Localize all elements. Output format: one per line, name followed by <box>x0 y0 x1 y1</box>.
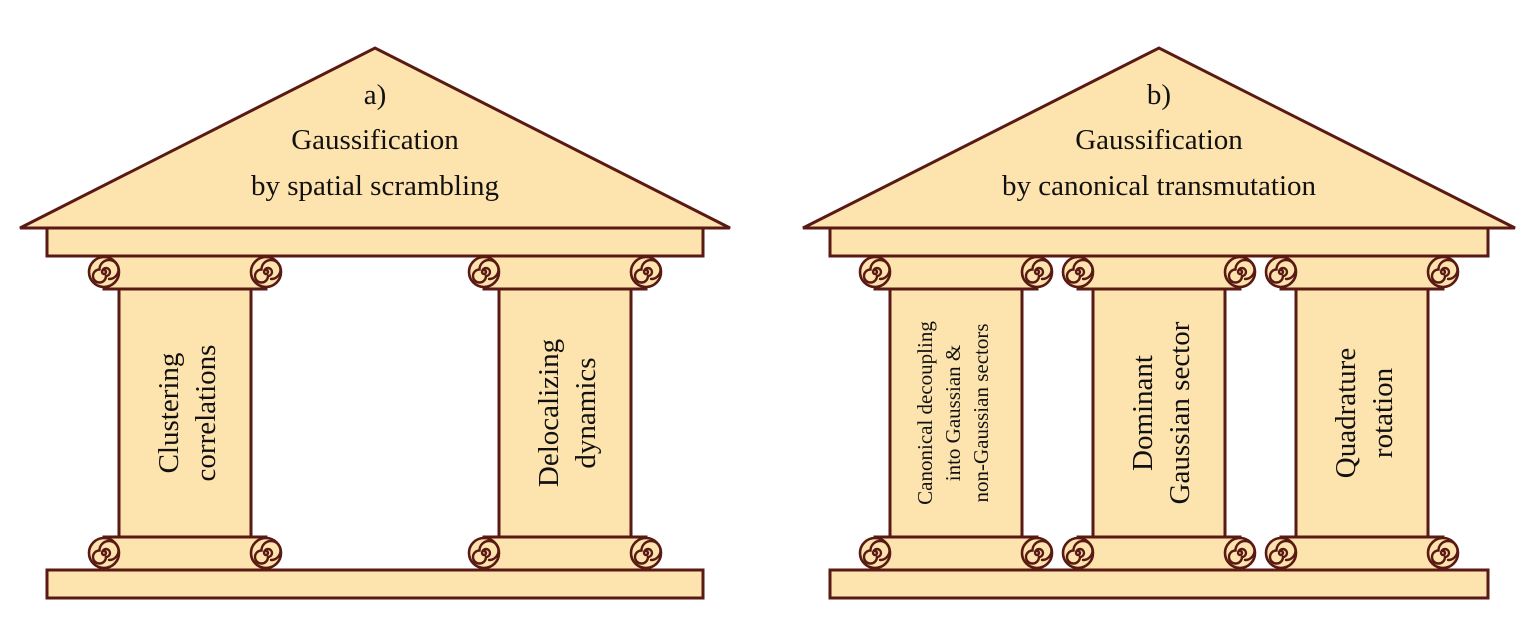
volute-scroll-icon <box>87 255 121 289</box>
temple-a-label: a) <box>364 79 387 111</box>
column-base <box>1279 535 1445 572</box>
column-base <box>482 535 648 572</box>
column-capital <box>102 254 268 291</box>
column-shaft <box>1294 286 1430 540</box>
column-shaft <box>497 286 633 540</box>
temple-a-column-clustering: Clustering correlations <box>87 254 283 572</box>
column-base <box>873 535 1039 572</box>
volute-scroll-icon <box>1061 255 1095 289</box>
temple-b-architrave <box>828 226 1490 258</box>
column-shaft <box>888 286 1024 540</box>
column-capital <box>482 254 648 291</box>
volute-scroll-icon <box>858 255 892 289</box>
column-label-line1: Dominant <box>1127 355 1159 471</box>
column-label-line2: Gaussian sector <box>1164 321 1196 504</box>
temple-b-column-dominant-gaussian: Dominant Gaussian sector <box>1061 254 1257 572</box>
volute-scroll-icon <box>1264 255 1298 289</box>
column-capital <box>1279 254 1445 291</box>
volute-scroll-icon <box>467 536 501 570</box>
temple-b-label: b) <box>1147 79 1171 111</box>
column-label-line2: rotation <box>1367 367 1399 458</box>
volute-scroll-icon <box>1020 536 1054 570</box>
column-shaft <box>117 286 253 540</box>
column-base <box>102 535 268 572</box>
temple-b-column-quadrature-rotation: Quadrature rotation <box>1264 254 1460 572</box>
volute-scroll-icon <box>87 536 121 570</box>
column-base <box>1076 535 1242 572</box>
temple-b-column-canonical-decoupling: Canonical decoupling into Gaussian & non… <box>858 254 1054 572</box>
column-label-line1: Quadrature <box>1330 348 1362 478</box>
column-capital <box>873 254 1039 291</box>
volute-scroll-icon <box>1223 255 1257 289</box>
volute-scroll-icon <box>1020 255 1054 289</box>
volute-scroll-icon <box>467 255 501 289</box>
volute-scroll-icon <box>249 536 283 570</box>
column-label-line3: non-Gaussian sectors <box>969 323 993 502</box>
volute-scroll-icon <box>629 536 663 570</box>
column-label-line1: Clustering <box>153 353 185 474</box>
temple-b-title-line2: by canonical transmutation <box>1002 170 1317 202</box>
column-shaft <box>1091 286 1227 540</box>
volute-scroll-icon <box>858 536 892 570</box>
temple-a-column-delocalizing: Delocalizing dynamics <box>467 254 663 572</box>
temple-b-title-line1: Gaussification <box>1075 124 1243 156</box>
column-label-line2: dynamics <box>570 357 602 468</box>
temple-b-stylobate <box>828 568 1490 600</box>
column-label-line1: Canonical decoupling <box>913 321 937 505</box>
temple-b: b) Gaussification by canonical transmuta… <box>802 46 1516 600</box>
volute-scroll-icon <box>1223 536 1257 570</box>
temple-a-stylobate <box>45 568 705 600</box>
volute-scroll-icon <box>1061 536 1095 570</box>
volute-scroll-icon <box>1426 536 1460 570</box>
temple-a: a) Gaussification by spatial scrambling … <box>19 46 731 600</box>
column-label-line1: Delocalizing <box>533 339 565 487</box>
volute-scroll-icon <box>629 255 663 289</box>
volute-scroll-icon <box>249 255 283 289</box>
column-label-line2: into Gaussian & <box>941 345 965 482</box>
volute-scroll-icon <box>1426 255 1460 289</box>
temple-a-title-line2: by spatial scrambling <box>251 170 499 202</box>
column-capital <box>1076 254 1242 291</box>
column-label-line2: correlations <box>190 345 222 482</box>
volute-scroll-icon <box>1264 536 1298 570</box>
temple-a-title-line1: Gaussification <box>291 124 459 156</box>
temple-a-architrave <box>45 226 705 258</box>
